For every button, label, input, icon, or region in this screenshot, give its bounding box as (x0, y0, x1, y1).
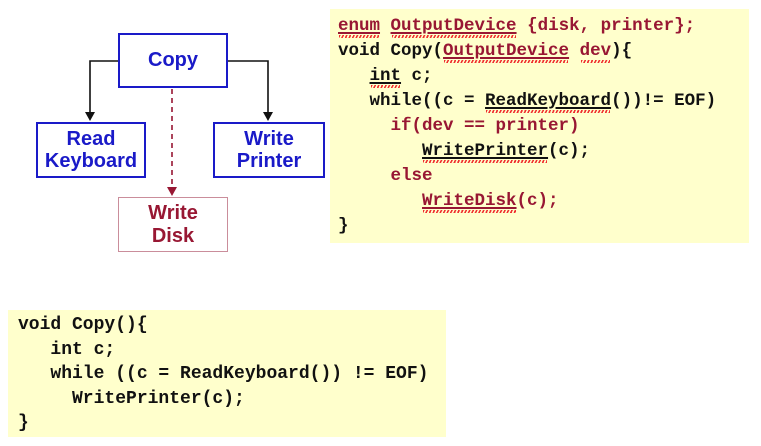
code-line: WritePrinter(c); (338, 139, 741, 164)
code-segment: WritePrinter(c); (18, 388, 245, 409)
code-line: while ((c = ReadKeyboard()) != EOF) (18, 362, 436, 387)
code-line: while((c = ReadKeyboard())!= EOF) (338, 89, 741, 114)
code-block-original-copy: void Copy(){ int c; while ((c = ReadKeyb… (8, 310, 446, 437)
code-segment: void Copy(){ (18, 315, 148, 335)
code-segment: enum (338, 16, 381, 36)
diagram-node-read-keyboard: Read Keyboard (36, 122, 146, 178)
code-line: WritePrinter(c); (18, 387, 436, 412)
code-block-modified-copy: enum OutputDevice {disk, printer};void C… (330, 9, 749, 243)
code-segment: ){ (611, 41, 633, 61)
code-segment: {disk, printer}; (516, 16, 696, 36)
code-segment (569, 41, 580, 61)
code-segment: else (338, 166, 433, 186)
diagram-connectors (85, 60, 273, 196)
code-line: } (338, 214, 741, 239)
code-segment: while((c = (338, 91, 486, 111)
arrow-copy-to-write-printer (226, 60, 273, 121)
code-segment: WriteDisk (422, 191, 517, 211)
code-segment (338, 141, 422, 161)
code-segment: OutputDevice (443, 41, 570, 61)
code-segment: int c; (18, 339, 116, 360)
code-segment: (c); (548, 141, 591, 161)
code-segment: ())!= EOF) (611, 91, 717, 111)
code-segment: } (18, 413, 29, 433)
arrow-copy-to-write-disk-dashed (167, 89, 177, 196)
code-segment (338, 191, 422, 211)
diagram-node-write-disk: Write Disk (118, 197, 228, 252)
code-segment: } (338, 216, 349, 236)
diagram-node-copy: Copy (118, 33, 228, 88)
arrow-copy-to-read-keyboard (85, 60, 118, 121)
code-line: else (338, 164, 741, 189)
code-line: if(dev == printer) (338, 114, 741, 139)
code-segment: int (369, 66, 402, 86)
code-line: } (18, 411, 436, 436)
code-segment: while ((c = ReadKeyboard()) != EOF) (18, 364, 429, 384)
code-segment: WritePrinter (422, 141, 549, 161)
code-line: WriteDisk(c); (338, 189, 741, 214)
copy-program-diagram: Copy Read Keyboard Write Printer Write D… (0, 0, 340, 270)
code-segment: c; (401, 66, 433, 86)
code-line: void Copy(){ (18, 313, 436, 338)
code-segment (338, 66, 370, 86)
code-segment: (c); (516, 191, 559, 211)
code-line: enum OutputDevice {disk, printer}; (338, 14, 741, 39)
code-line: void Copy(OutputDevice dev){ (338, 39, 741, 64)
code-line: int c; (18, 338, 436, 363)
code-segment: OutputDevice (390, 16, 517, 36)
code-segment: dev (579, 41, 612, 61)
code-segment: ReadKeyboard (485, 91, 612, 111)
diagram-node-write-printer: Write Printer (213, 122, 325, 178)
code-segment: void Copy( (338, 41, 444, 61)
code-line: int c; (338, 64, 741, 89)
code-segment (380, 16, 391, 36)
code-segment: if(dev == printer) (338, 116, 580, 136)
